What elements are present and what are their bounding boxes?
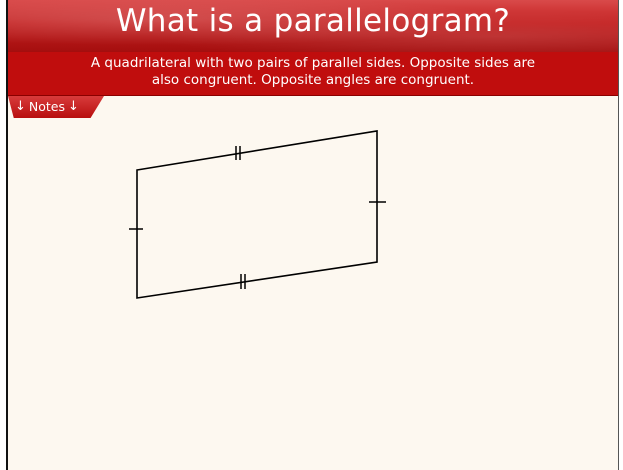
parallelogram-shape: [136, 130, 378, 299]
slide: What is a parallelogram? A quadrilateral…: [6, 0, 619, 470]
down-arrow-icon: ↓: [68, 99, 79, 114]
notes-tab[interactable]: ↓ Notes ↓: [8, 96, 104, 118]
down-arrow-icon: ↓: [15, 99, 26, 114]
title-banner: What is a parallelogram?: [8, 0, 618, 52]
definition-line-2: also congruent. Opposite angles are cong…: [151, 72, 475, 88]
definition-banner: A quadrilateral with two pairs of parall…: [8, 52, 618, 96]
slide-title: What is a parallelogram?: [115, 3, 511, 39]
notes-tab-label: Notes: [28, 99, 66, 114]
parallelogram-figure: [129, 130, 386, 299]
definition-line-1: A quadrilateral with two pairs of parall…: [90, 55, 536, 71]
